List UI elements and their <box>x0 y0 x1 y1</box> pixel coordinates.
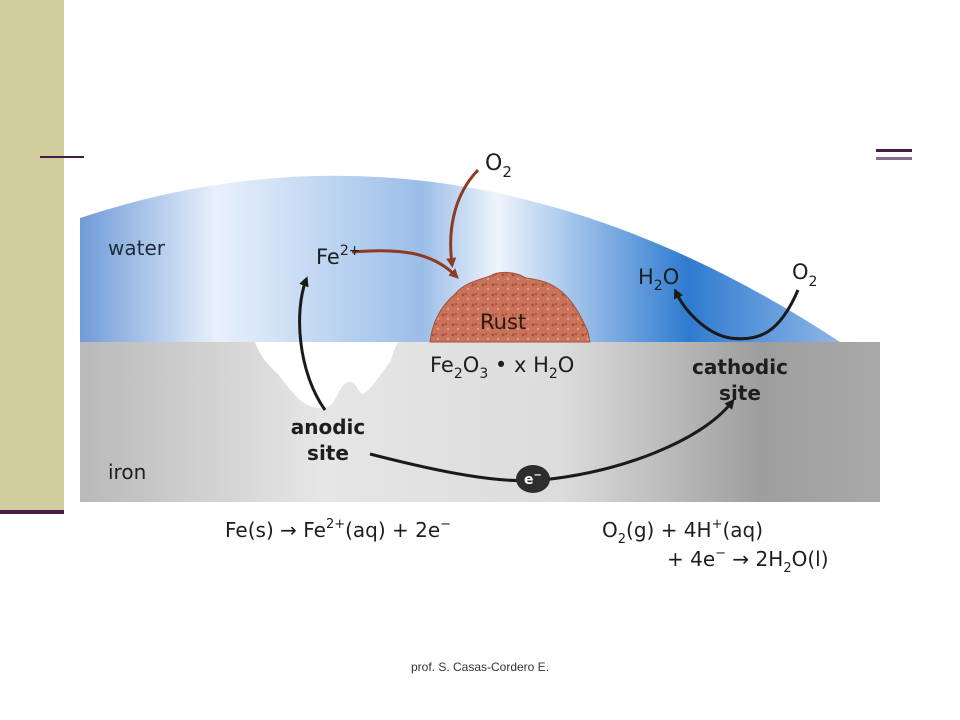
cathode-equation-line2: + 4e− → 2H2O(l) <box>667 546 829 576</box>
fe-to-rust-arrow <box>351 249 459 279</box>
electron-badge <box>516 465 550 493</box>
oxygen-to-rust-arrow <box>446 168 480 268</box>
o2-right-label: O2 <box>792 260 817 290</box>
cathodic-o2-to-h2o-arrow <box>673 288 800 341</box>
iron-block <box>80 342 880 502</box>
rust-deposit <box>429 271 591 343</box>
bottom-rule <box>0 510 64 514</box>
rust-formula: Fe2O3 • x H2O <box>430 353 574 382</box>
top-rule-right-2 <box>876 157 912 160</box>
o2-top-label: O2 <box>485 151 512 181</box>
sidebar-decoration <box>0 0 64 512</box>
cathode-equation-line1: O2(g) + 4H+(aq) <box>602 517 763 547</box>
electron-label: e− <box>524 470 542 488</box>
iron-label: iron <box>108 460 146 484</box>
top-rule-right <box>876 149 912 152</box>
top-rule-left <box>40 156 84 158</box>
fe-ion-label: Fe2+ <box>316 243 361 269</box>
water-label: water <box>108 236 166 260</box>
rust-label: Rust <box>480 310 526 334</box>
footer-credit: prof. S. Casas-Cordero E. <box>410 660 550 674</box>
water-region <box>80 175 840 342</box>
equation-panel <box>80 502 880 578</box>
corrosion-diagram: e− water iron O2 Fe2+ Rust Fe2O3 • x H2O… <box>80 151 880 578</box>
anode-equation: Fe(s) → Fe2+(aq) + 2e− <box>225 517 451 542</box>
h2o-label: H2O <box>638 265 679 294</box>
fe-ion-arrow <box>298 276 327 411</box>
